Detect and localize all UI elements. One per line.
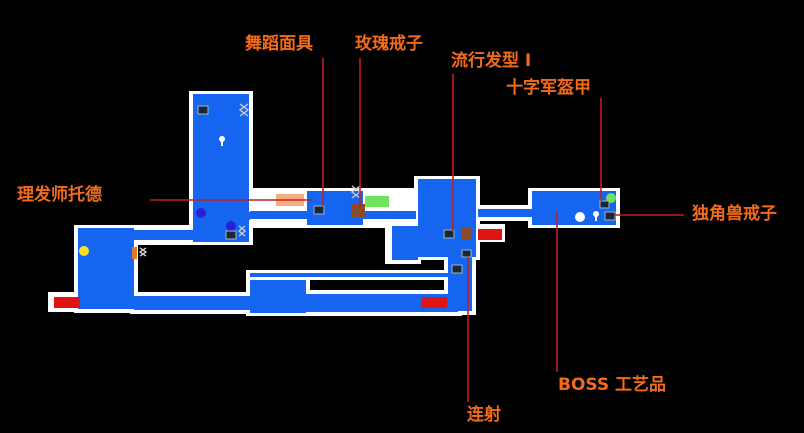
- trap-icon: [138, 247, 148, 257]
- leader-lines: [150, 58, 684, 402]
- red-door-west: [54, 297, 80, 308]
- room-central: [418, 179, 476, 257]
- yellow-dot-icon: [79, 246, 89, 256]
- label-rose-ring: 玫瑰戒子: [355, 34, 423, 54]
- chest-icon: [197, 105, 209, 115]
- label-unicorn-ring: 独角兽戒子: [692, 204, 777, 224]
- label-crusader-armor: 十字军盔甲: [506, 78, 591, 98]
- label-rapid-fire: 连射: [467, 405, 501, 425]
- lamp-icon: [219, 136, 225, 142]
- blue-dot-icon: [196, 208, 206, 218]
- green-door: [365, 196, 389, 207]
- chest-icon: [443, 229, 455, 239]
- crate-icon: [461, 228, 471, 240]
- chest-icon: [313, 205, 325, 215]
- map-markers: [79, 103, 616, 274]
- crate-icon: [351, 204, 365, 217]
- label-barber-tod: 理发师托德: [17, 185, 102, 205]
- label-trendy-hair: 流行发型 I: [451, 51, 532, 71]
- trap-icon: [238, 103, 250, 117]
- trap-icon: [237, 225, 247, 237]
- lamp-icon: [593, 211, 599, 217]
- room-west: [78, 228, 134, 309]
- corridor-south: [306, 294, 458, 312]
- corridor-east: [478, 209, 534, 217]
- red-door-east: [478, 229, 502, 240]
- corridor-south-thin: [250, 273, 462, 277]
- blue-dot-icon: [226, 221, 236, 231]
- chest-icon: [225, 230, 237, 240]
- chest-icon: [599, 200, 610, 209]
- corridor-west-lower: [134, 296, 250, 310]
- npc-icon: [132, 247, 137, 259]
- red-door-south: [421, 297, 447, 308]
- corridor-west-upper: [134, 230, 196, 240]
- chest-icon: [451, 264, 463, 274]
- chest-icon: [461, 249, 472, 258]
- label-dance-mask: 舞蹈面具: [245, 34, 313, 54]
- chest-icon: [604, 211, 616, 221]
- white-dot-icon: [575, 212, 585, 222]
- room-south: [250, 280, 306, 313]
- room-small-south: [392, 226, 418, 260]
- label-boss-artifact: BOSS 工艺品: [558, 375, 667, 395]
